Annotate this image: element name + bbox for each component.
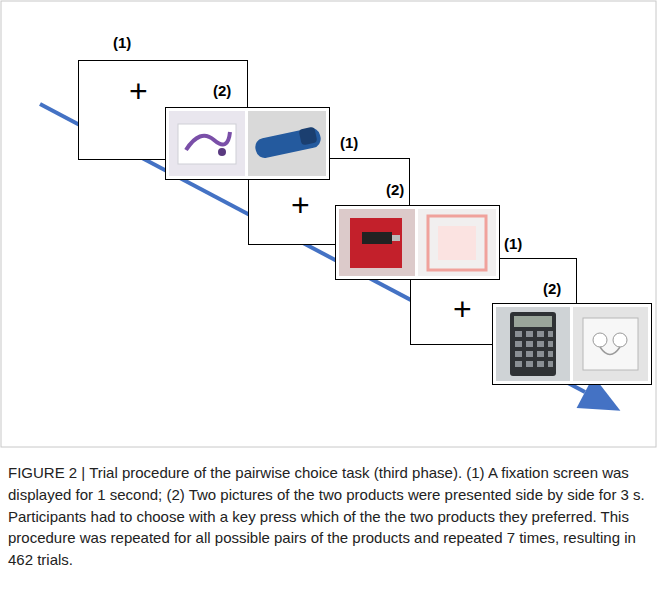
figure-caption: FIGURE 2 | Trial procedure of the pairwi… xyxy=(8,462,648,571)
step-number: (1) xyxy=(113,34,131,52)
step-number: (2) xyxy=(543,280,561,298)
product-photo xyxy=(496,307,570,381)
product-photo xyxy=(248,111,326,176)
figure-border xyxy=(1,1,656,447)
step-number: (1) xyxy=(504,235,522,253)
step-number: (2) xyxy=(213,82,231,100)
product-screen: (2) xyxy=(335,205,500,280)
fixation-cross: + xyxy=(291,189,310,221)
product-photo xyxy=(169,111,245,176)
product-photo xyxy=(418,209,496,276)
product-photo xyxy=(339,209,415,276)
fixation-cross: + xyxy=(129,75,148,107)
product-screen: (2) xyxy=(492,303,652,385)
fixation-cross: + xyxy=(453,293,472,325)
product-photo xyxy=(573,307,648,381)
step-number: (1) xyxy=(340,134,358,152)
step-number: (2) xyxy=(386,181,404,199)
product-screen: (2) xyxy=(165,107,330,180)
